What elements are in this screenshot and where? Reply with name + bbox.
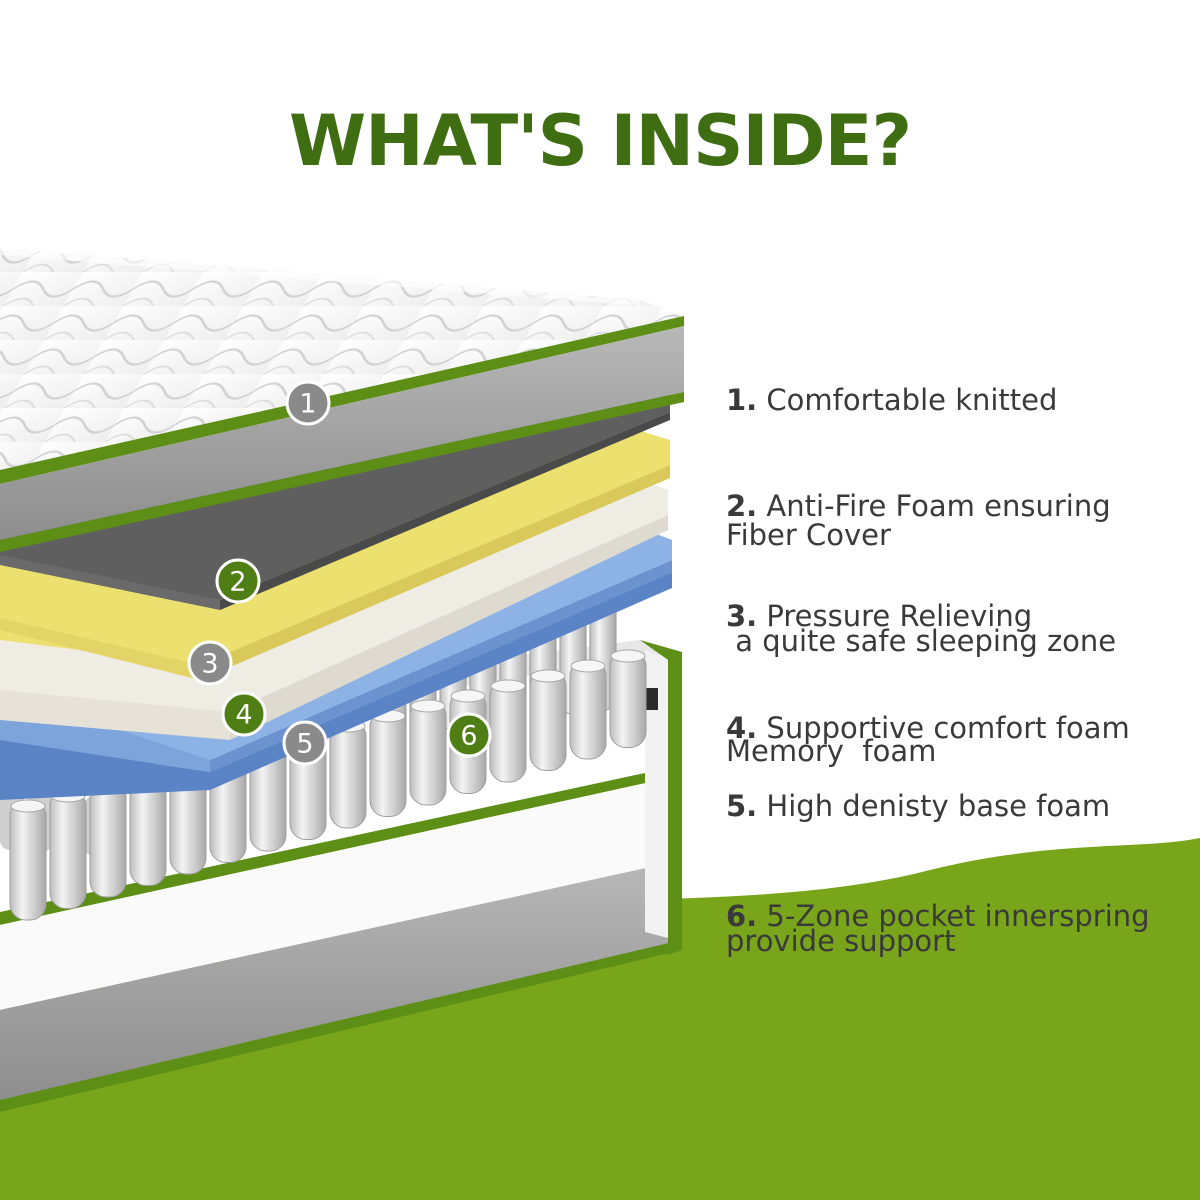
feature-item-comfort-foam: 4. Supportive comfort foam — [726, 616, 1130, 841]
spring-coil-top — [530, 669, 566, 683]
feature-item-base-foam: 5. High denisty base foam provide suppor… — [726, 694, 1110, 1054]
knitted-cover-layer — [0, 248, 684, 552]
page-title: WHAT'S INSIDE? — [288, 100, 912, 182]
spring-coil-top — [490, 679, 526, 693]
feature-number: 5. — [726, 789, 758, 823]
spring-coil-top — [610, 649, 646, 663]
svg-text:4: 4 — [235, 700, 252, 731]
spring-coil — [609, 649, 647, 748]
spring-coil — [49, 789, 87, 909]
feature-item-innerspring: 6. 5-Zone pocket innerspring — [726, 804, 1150, 1029]
spring-coil — [329, 719, 367, 829]
layer-badges: 1 2 3 4 5 6 — [187, 380, 492, 766]
spring-coil — [529, 669, 567, 771]
spring-coil — [9, 799, 47, 921]
badge-6: 6 — [446, 712, 492, 758]
badge-2: 2 — [215, 558, 261, 604]
spring-coil-top — [10, 799, 46, 813]
feature-text: 5-Zone pocket innerspring — [766, 899, 1150, 933]
svg-text:3: 3 — [201, 649, 218, 680]
feature-number: 2. — [726, 489, 758, 523]
feature-text: Pressure Relieving — [766, 599, 1033, 633]
feature-text: Supportive comfort foam — [766, 711, 1130, 745]
svg-text:1: 1 — [299, 389, 316, 420]
feature-text: Memory foam — [726, 734, 937, 768]
spring-coil-top — [450, 689, 486, 703]
spring-coil — [369, 709, 407, 817]
feature-number: 4. — [726, 711, 758, 745]
badge-3: 3 — [187, 640, 233, 686]
feature-item-anti-fire-foam: 2. Anti-Fire Foam ensuring a quite safe … — [726, 394, 1116, 754]
svg-text:5: 5 — [296, 729, 313, 760]
badge-4: 4 — [221, 691, 267, 737]
spring-coil — [489, 679, 527, 783]
feature-text: High denisty base foam — [766, 789, 1111, 823]
feature-number: 1. — [726, 383, 758, 417]
spring-coil-top — [570, 659, 606, 673]
feature-text: Anti-Fire Foam ensuring — [766, 489, 1111, 523]
feature-text: a quite safe sleeping zone — [726, 624, 1117, 658]
spring-coil — [569, 659, 607, 760]
feature-item-memory-foam: 3. Pressure Relieving Memory foam — [726, 504, 1032, 864]
feature-text: provide support — [726, 924, 956, 958]
badge-1: 1 — [285, 380, 331, 426]
feature-number: 6. — [726, 899, 758, 933]
feature-text: Fiber Cover — [726, 518, 891, 552]
badge-5: 5 — [282, 720, 328, 766]
feature-number: 3. — [726, 599, 758, 633]
feature-item-cover: 1. Comfortable knitted Fiber Cover — [726, 288, 1057, 648]
spring-coil — [409, 699, 447, 806]
svg-text:6: 6 — [460, 721, 477, 752]
feature-text: Comfortable knitted — [766, 383, 1058, 417]
spring-coil — [89, 779, 127, 898]
spring-coil-top — [410, 699, 446, 713]
svg-text:2: 2 — [229, 567, 246, 598]
